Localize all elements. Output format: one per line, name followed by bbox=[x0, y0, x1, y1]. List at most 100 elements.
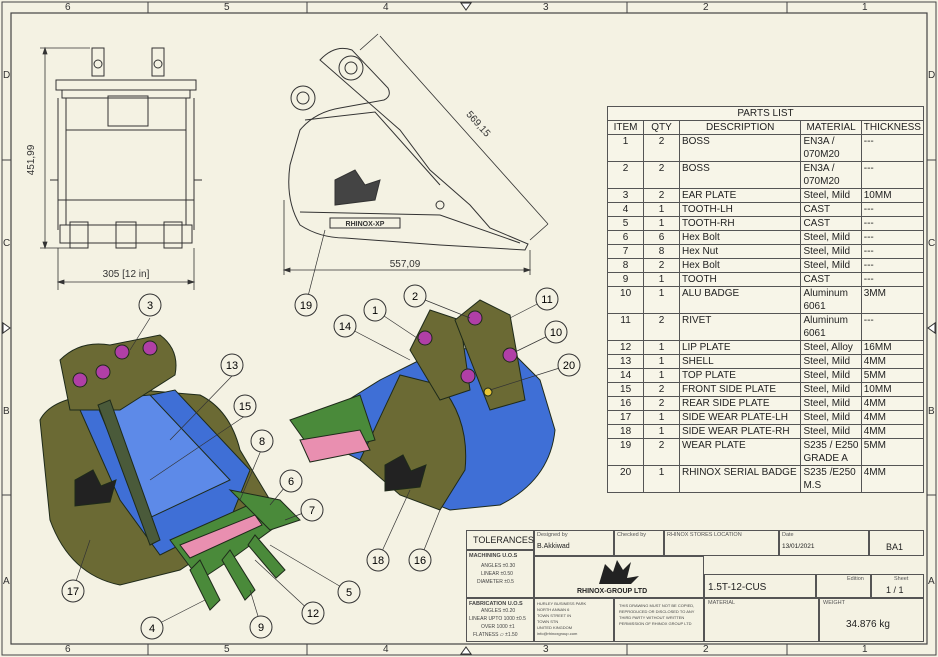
dim-height: 451,99 bbox=[26, 144, 37, 175]
svg-text:7: 7 bbox=[309, 505, 315, 517]
balloon-15: 15 bbox=[233, 394, 257, 418]
address-line-2: NORTH ANNAN 6 bbox=[537, 607, 570, 612]
cell-item: 11 bbox=[606, 313, 645, 341]
cell-qty: 8 bbox=[643, 244, 680, 259]
svg-text:12: 12 bbox=[307, 608, 319, 620]
machining-title: MACHINING U.O.S bbox=[469, 553, 518, 559]
cell-thickness: 10MM bbox=[860, 188, 925, 203]
zone-top-2: 2 bbox=[703, 2, 709, 13]
zone-right-b: B bbox=[928, 406, 935, 417]
cell-item: 4 bbox=[606, 202, 645, 217]
cell-item: 7 bbox=[606, 244, 645, 259]
cell-material: Steel, Mild bbox=[800, 368, 862, 383]
cell-thickness: 3MM bbox=[860, 286, 925, 314]
badge-text: RHINOX-XP bbox=[346, 221, 385, 228]
cell-item: 15 bbox=[606, 382, 645, 397]
cell-material: Steel, Mild bbox=[800, 396, 862, 411]
cell-description: RHINOX SERIAL BADGE bbox=[678, 465, 802, 493]
cell-material: Steel, Mild bbox=[800, 244, 862, 259]
cell-item: 8 bbox=[606, 258, 645, 273]
cell-thickness: 16MM bbox=[860, 340, 925, 355]
cell-material: Steel, Mild bbox=[800, 382, 862, 397]
cell-thickness: 4MM bbox=[860, 465, 925, 493]
cell-material: Aluminum 6061 bbox=[800, 313, 862, 341]
zone-bottom-2: 2 bbox=[703, 644, 709, 655]
balloon-7: 7 bbox=[300, 498, 324, 522]
cell-thickness: --- bbox=[860, 272, 925, 287]
zone-left-c: C bbox=[3, 238, 11, 249]
balloon-17: 17 bbox=[61, 579, 85, 603]
svg-text:15: 15 bbox=[239, 401, 251, 413]
fabrication-line-4: FLATNESS ⏥ ±1.50 bbox=[473, 632, 518, 638]
svg-text:3: 3 bbox=[147, 300, 153, 312]
balloon-8: 8 bbox=[250, 429, 274, 453]
zone-top-3: 3 bbox=[543, 2, 549, 13]
zone-right-c: C bbox=[928, 238, 936, 249]
cell-qty: 1 bbox=[643, 354, 680, 369]
cell-qty: 2 bbox=[643, 382, 680, 397]
zone-top-1: 1 bbox=[862, 2, 868, 13]
balloon-13: 13 bbox=[220, 353, 244, 377]
address-cell: HURLEY BUSINESS PARK NORTH ANNAN 6 TOWN … bbox=[534, 598, 614, 642]
cell-material: Steel, Alloy bbox=[800, 340, 862, 355]
machining-line-2: LINEAR ±0.50 bbox=[481, 571, 513, 577]
balloons: 3 13 15 8 6 7 5 12 9 4 17 19 1 2 11 14 1… bbox=[61, 284, 581, 640]
cell-item: 12 bbox=[606, 340, 645, 355]
cell-description: BOSS bbox=[678, 134, 802, 162]
side-dimensions bbox=[282, 33, 549, 275]
cell-qty: 2 bbox=[643, 313, 680, 341]
fabrication-title: FABRICATION U.O.S bbox=[469, 601, 523, 607]
company-name: RHINOX-GROUP LTD bbox=[577, 588, 648, 595]
svg-text:4: 4 bbox=[149, 623, 155, 635]
parts-list-table: PARTS LIST ITEM QTY DESCRIPTION MATERIAL… bbox=[606, 106, 925, 493]
cell-description: EAR PLATE bbox=[678, 188, 802, 203]
weight-value: 34.876 kg bbox=[846, 619, 890, 630]
cell-item: 13 bbox=[606, 354, 645, 369]
dim-width-front: 305 [12 in] bbox=[103, 269, 150, 280]
cell-qty: 1 bbox=[643, 424, 680, 439]
cell-material: CAST bbox=[800, 272, 862, 287]
edition-label: Edition bbox=[847, 576, 864, 582]
svg-text:13: 13 bbox=[226, 360, 238, 372]
parts-list-title: PARTS LIST bbox=[607, 106, 924, 121]
cell-description: BOSS bbox=[678, 161, 802, 189]
zone-right-d: D bbox=[928, 70, 936, 81]
cell-material: S235 / E250 GRADE A bbox=[800, 438, 862, 466]
balloon-5: 5 bbox=[337, 580, 361, 604]
designed-by-label: Designed by bbox=[537, 532, 568, 538]
svg-text:14: 14 bbox=[339, 321, 351, 333]
cell-qty: 2 bbox=[643, 396, 680, 411]
weight-label: WEIGHT bbox=[823, 600, 845, 606]
fabrication-cell: FABRICATION U.O.S ANGLES ±0.20 LINEAR UP… bbox=[466, 598, 534, 642]
zone-left-d: D bbox=[3, 70, 11, 81]
cell-item: 9 bbox=[606, 272, 645, 287]
balloon-20: 20 bbox=[557, 353, 581, 377]
cell-description: SIDE WEAR PLATE-LH bbox=[678, 410, 802, 425]
zone-right-a: A bbox=[928, 576, 935, 587]
cell-qty: 1 bbox=[643, 368, 680, 383]
cell-material: EN3A / 070M20 bbox=[800, 161, 862, 189]
zone-top-5: 5 bbox=[224, 2, 230, 13]
address-line-6: info@rhinoxgroup.com bbox=[537, 631, 578, 636]
cell-description: TOP PLATE bbox=[678, 368, 802, 383]
svg-text:8: 8 bbox=[259, 436, 265, 448]
address-line-1: HURLEY BUSINESS PARK bbox=[537, 601, 587, 606]
zone-bottom-6: 6 bbox=[65, 644, 71, 655]
cell-thickness: 4MM bbox=[860, 396, 925, 411]
designed-by-cell: Designed by B.Akkiwad bbox=[534, 530, 614, 556]
cell-qty: 2 bbox=[643, 134, 680, 162]
cell-description: WEAR PLATE bbox=[678, 438, 802, 466]
cell-qty: 2 bbox=[643, 161, 680, 189]
iso-view-left bbox=[39, 334, 301, 611]
